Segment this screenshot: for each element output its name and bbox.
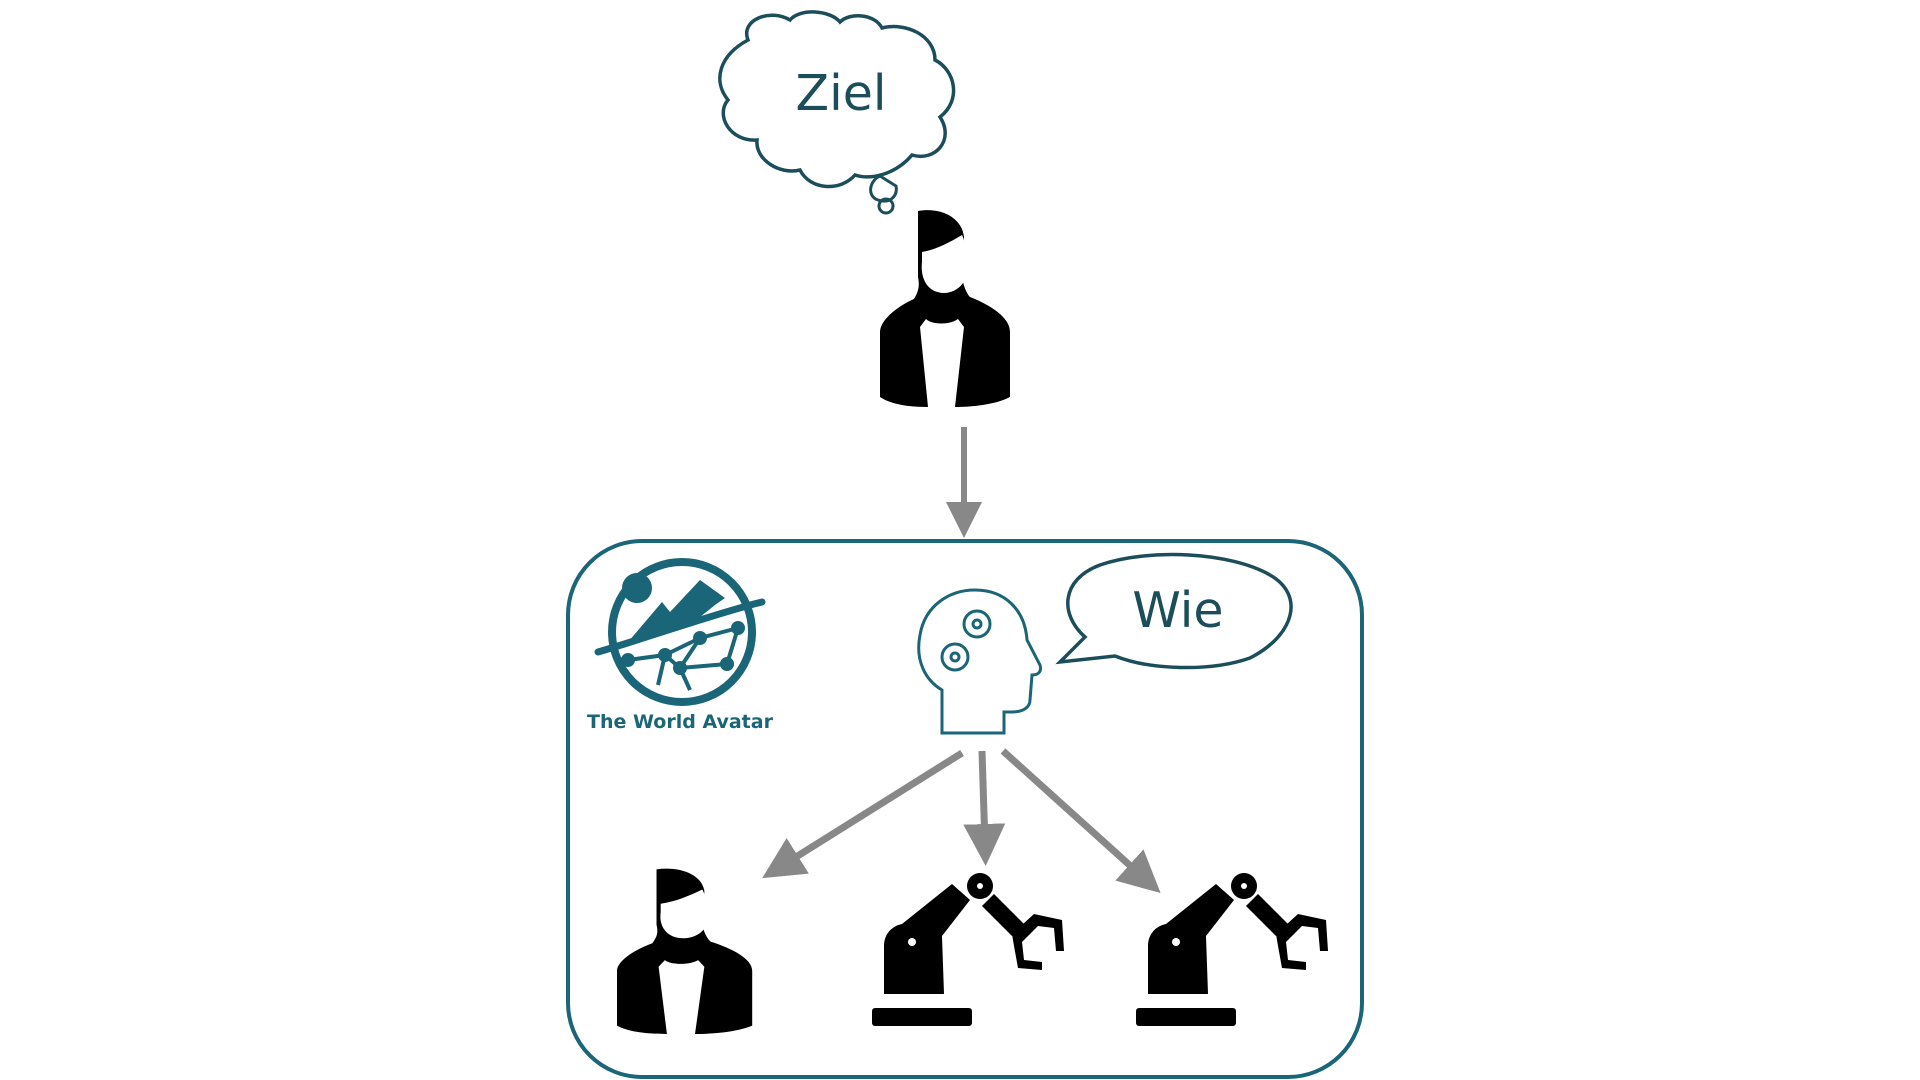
how-label: Wie: [1132, 582, 1223, 639]
robot-arm-icon: [872, 873, 1064, 1026]
world-avatar-system-box: [566, 539, 1364, 1079]
world-avatar-logo: The World Avatar: [587, 558, 774, 733]
arrow-to-robot-1: [963, 750, 1006, 866]
arrow-to-person: [762, 750, 964, 879]
robot-arm-icon: [1136, 873, 1328, 1026]
worker-person-icon: [617, 868, 753, 1034]
ai-head-gears-icon: [917, 588, 1042, 735]
arrow-to-robot-2: [1000, 748, 1161, 894]
thought-bubble: Ziel: [718, 10, 956, 215]
goal-label: Ziel: [796, 65, 887, 122]
logo-text: The World Avatar: [587, 711, 774, 733]
user-person-icon: [880, 210, 1010, 407]
speech-bubble: Wie: [1055, 552, 1293, 670]
